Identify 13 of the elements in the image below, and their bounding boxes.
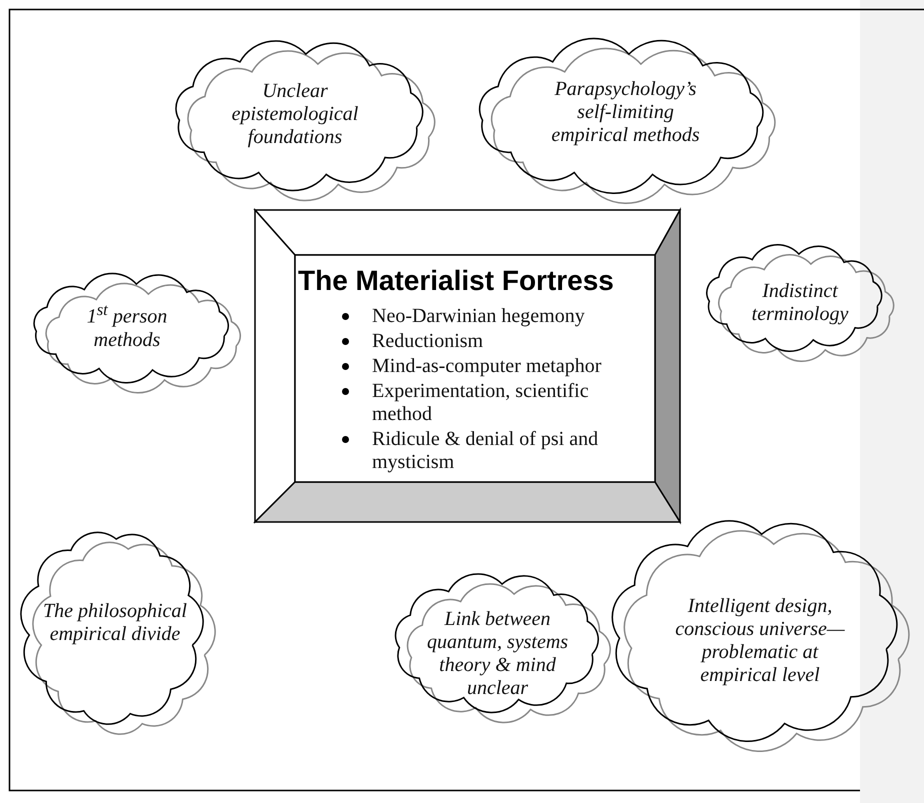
cloud-text: Parapsychology’s self-limiting empirical methods [550, 78, 701, 147]
cloud-text: Unclear epistemological foundations [230, 80, 360, 149]
cloud-text: Intelligent design, conscious universe—problematic at empirical level [674, 595, 846, 687]
bullet-item: Reductionism [372, 330, 647, 353]
cloud-text: The philosophical empirical divide [42, 600, 188, 646]
bullet-item: Mind-as-computer metaphor [372, 355, 647, 378]
bullet-item: Ridicule & denial of psi and mysticism [372, 428, 647, 474]
fortress-heading: The Materialist Fortress [298, 267, 614, 295]
bullet-item: Experimentation, scientific method [372, 380, 647, 426]
cloud-text: Indistinct terminology [750, 280, 850, 326]
bullet-item: Neo-Darwinian hegemony [372, 305, 647, 328]
cloud-text: Link between quantum, systems theory & mind unclear [426, 608, 570, 700]
cloud-text: 1$^{st}$ person methods [86, 300, 168, 352]
